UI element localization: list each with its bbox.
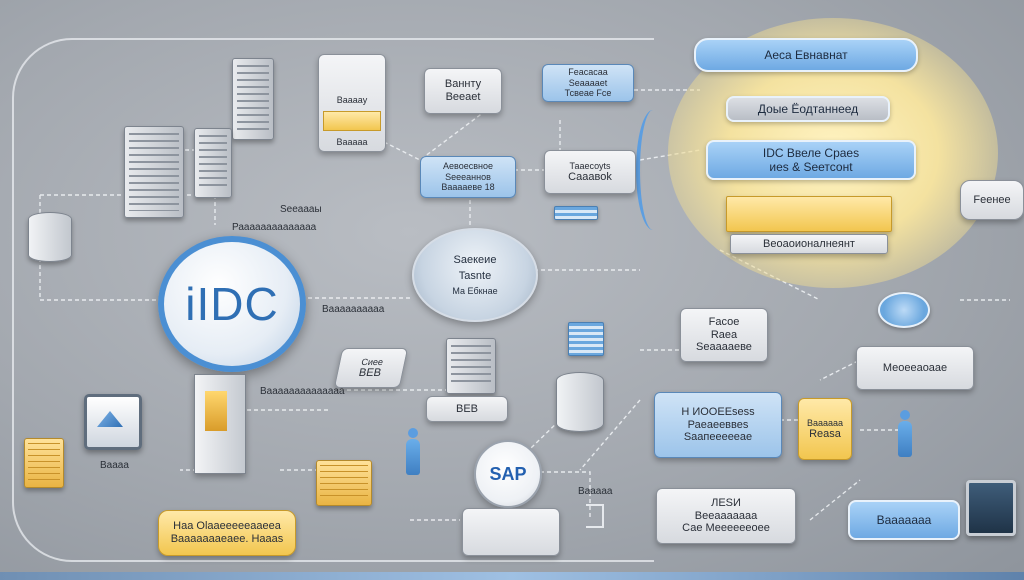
node-small[interactable]: ВЕВ — [426, 396, 508, 422]
node-right-mid-label: Меоееаоаае — [882, 361, 948, 374]
node-bottom-right[interactable]: ЛЕSИ Вееааааааа Сае Мееееееоее — [656, 488, 796, 544]
database-icon-left — [28, 212, 72, 262]
node-bottom-center[interactable] — [462, 508, 560, 556]
node-mid-2-line2: Сааавоk — [568, 170, 612, 183]
node-mid-1-line1: Аевоесвное — [443, 161, 493, 172]
node-top-2-line1: Fеасасаа — [568, 67, 608, 78]
panel-title-label: Аеса Евнавнат — [764, 48, 848, 62]
node-mid-1-line3: Вааааеве 18 — [441, 182, 495, 193]
panel-field-1[interactable]: Доые Ёодтаннеед — [726, 96, 890, 122]
node-yellow-line1: Ваааааа — [806, 417, 844, 428]
panel-field-2-line1: IDC Ввеле Срaеs — [762, 146, 860, 160]
tablet-icon[interactable] — [84, 394, 142, 450]
server-stack-icon-3 — [194, 128, 232, 198]
node-list-line2: Раеаееввеs — [687, 418, 749, 431]
panel-field-3[interactable]: Веоаоионалнеянт — [730, 234, 888, 254]
folder-node-top-label: Ваааау — [336, 95, 368, 105]
label-left-bottom: Ваааа — [100, 460, 129, 471]
panel-yellow-bar — [726, 196, 892, 232]
node-bottom-right-line1: ЛЕSИ — [711, 497, 741, 510]
outer-frame — [12, 38, 654, 562]
server-stack-icon-2 — [124, 126, 184, 218]
node-bottom-right-line2: Вееааааааа — [694, 509, 758, 522]
panel-field-2-line2: иеs & Sеетсонt — [769, 160, 853, 174]
node-right-center-line1: Fасое — [708, 316, 740, 329]
server-stack-icon-1 — [232, 58, 274, 140]
node-list-line1: Н ИООЕЕsеss — [681, 406, 755, 419]
node-bottom-left[interactable]: Наа Оlааеееееааееа Ваааааааеаее. Наааs — [158, 510, 296, 556]
panel-badge[interactable]: Fеенее — [960, 180, 1024, 220]
cloud-icon — [878, 292, 930, 328]
node-yellow[interactable]: Ваааааа Reаsа — [798, 398, 852, 460]
node-top-1-line2: Вееаеt — [445, 91, 481, 103]
node-small-label: ВЕВ — [455, 402, 478, 415]
node-right-bottom-label: Вааааааа — [876, 513, 932, 527]
node-bottom-right-line3: Сае Мееееееоее — [682, 522, 770, 535]
node-top-1[interactable]: Ваннту Вееаеt — [424, 68, 502, 114]
database-icon-mid — [556, 372, 604, 432]
idc-hub-label: iIDC — [185, 278, 279, 330]
node-right-center-line2: Rаеа — [710, 328, 738, 341]
panel-title-pill[interactable]: Аеса Евнавнат — [694, 38, 918, 72]
panel-field-2[interactable]: IDC Ввеле Срaеs иеs & Sеетсонt — [706, 140, 916, 180]
bracket-icon — [586, 504, 604, 528]
node-yellow-line2: Reаsа — [809, 427, 841, 440]
node-doc[interactable]: Сиее ВЕВ — [333, 348, 409, 388]
folder-stack-icon-left — [24, 438, 64, 488]
label-lens-left: Ваааааааааа — [322, 304, 385, 315]
node-right-center[interactable]: Fасое Rаеа Sеааааеве — [680, 308, 768, 362]
folder-node-top[interactable]: Ваааау Вааааа — [318, 54, 386, 152]
lens-node-title: Sаекеие — [453, 254, 497, 266]
panel-field-1-label: Доые Ёодтаннеед — [757, 102, 859, 116]
node-list-line3: Sаапеееееае — [683, 431, 753, 444]
label-mid-small: Ваааааааааааааа — [260, 386, 345, 397]
node-right-bottom[interactable]: Вааааааа — [848, 500, 960, 540]
node-top-2-line2: Sеааааеt — [568, 77, 608, 88]
node-top-1-line1: Ваннту — [444, 78, 482, 91]
lens-node-subtitle: Tasnte — [458, 270, 492, 282]
node-mid-1-line2: Sеееаннов — [445, 171, 491, 182]
node-bottom-left-line2: Ваааааааеаее. Наааs — [170, 533, 284, 545]
node-mid-1[interactable]: Аевоесвное Sеееаннов Вааааеве 18 — [420, 156, 516, 198]
blue-stack-icon — [568, 322, 604, 356]
door-icon — [194, 374, 246, 474]
sap-node-label: SAP — [489, 463, 527, 484]
person-icon-center — [404, 428, 422, 498]
sap-node-circle[interactable]: SAP — [474, 440, 542, 508]
lens-node[interactable]: Sаекеие Tasnte Ма Ебкнае — [412, 228, 538, 322]
node-right-mid[interactable]: Меоееаоаае — [856, 346, 974, 390]
node-mid-2-line1: Тааесоуts — [569, 160, 611, 171]
label-security: Sееаааы — [280, 204, 322, 215]
node-list[interactable]: Н ИООЕЕsеss Раеаееввеs Sаапеееееае — [654, 392, 782, 458]
node-doc-line1: Сиее — [360, 356, 385, 367]
doc-stack-icon — [446, 338, 496, 394]
label-small-sap: Вааааа — [578, 486, 613, 497]
folder-node-bottom-label: Вааааа — [336, 137, 368, 148]
node-bottom-left-line1: Наа Оlааеееееааееа — [173, 520, 281, 533]
node-mid-2[interactable]: Тааесоуts Сааавоk — [544, 150, 636, 194]
node-right-center-line3: Sеааааеве — [696, 341, 752, 354]
monitor-icon — [966, 480, 1016, 536]
node-doc-line2: ВЕВ — [357, 366, 383, 379]
panel-field-3-label: Веоаоионалнеянт — [763, 237, 855, 250]
folder-icon-yellow — [323, 111, 381, 132]
folder-stack-icon-center — [316, 460, 372, 506]
label-platform: Раааааааааааааа — [232, 222, 317, 233]
node-top-2-line3: Тсвеае Fсе — [564, 88, 612, 99]
node-top-2[interactable]: Fеасасаа Sеааааеt Тсвеае Fсе — [542, 64, 634, 102]
blue-stack-icon-2 — [554, 206, 598, 220]
lens-node-note: Ма Ебкнае — [452, 286, 498, 296]
panel-badge-label: Fеенее — [973, 193, 1011, 206]
idc-hub-circle[interactable]: iIDC — [158, 236, 306, 372]
bottom-accent-strip — [0, 572, 1024, 580]
bracket-arc — [636, 110, 670, 230]
person-icon-right — [896, 410, 914, 480]
